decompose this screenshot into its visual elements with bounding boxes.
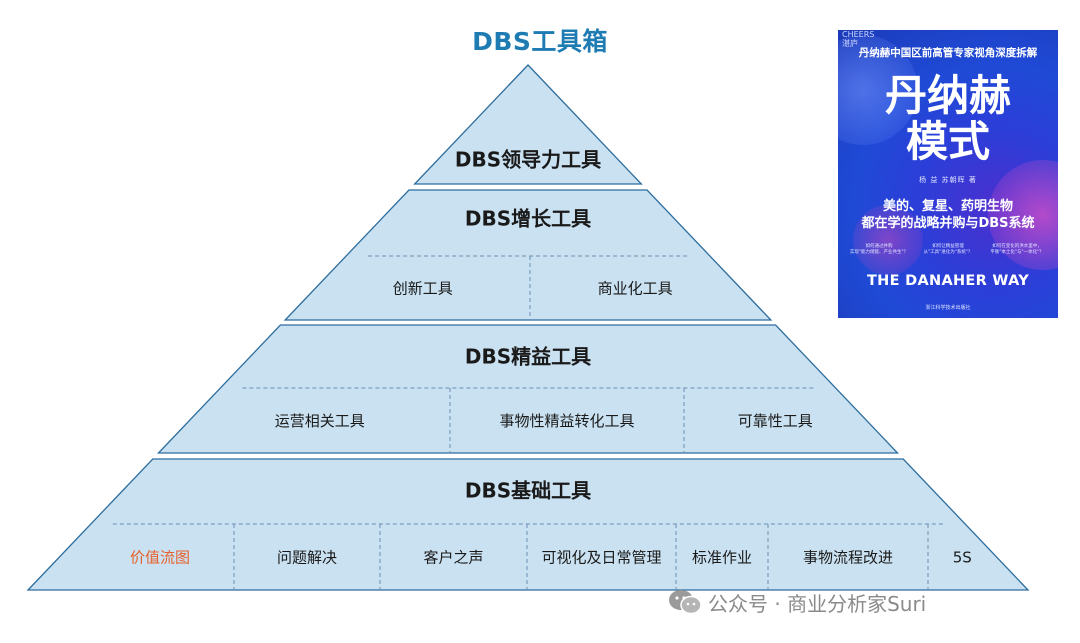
pyramid-tier (156, 324, 900, 454)
pyramid-tier (283, 189, 773, 321)
pyramid-tier (413, 64, 643, 185)
tool-item: 5S (953, 549, 972, 567)
book-subtitle: 丹纳赫中国区前高管专家视角深度拆解 (858, 47, 1038, 59)
book-cover: CHEERS 湛庐 丹纳赫中国区前高管专家视角深度拆解 丹纳赫 模式 杨 益 苏… (838, 30, 1058, 318)
tool-item: 运营相关工具 (275, 412, 365, 430)
book-blurb: 如何通过并购 实现"能力储能、产业共生"？ (849, 244, 909, 255)
tier-title: DBS增长工具 (465, 207, 591, 231)
tool-item: 事物流程改进 (803, 549, 893, 567)
book-english-title: THE DANAHER WAY (866, 273, 1030, 289)
tool-item: 商业化工具 (598, 280, 673, 298)
book-tagline-line2: 都在学的战略并购与DBS系统 (861, 216, 1035, 231)
book-title-line1: 丹纳赫 (884, 71, 1011, 120)
book-tagline-line1: 美的、复星、药明生物 (882, 199, 1013, 214)
tool-item: 可视化及日常管理 (541, 549, 661, 567)
tool-item: 问题解决 (277, 549, 337, 567)
book-authors: 杨 益 苏朝晖 著 (919, 176, 977, 184)
tier-title: DBS领导力工具 (455, 148, 601, 172)
book-blurb: 如何让精益管理 从"工具"进化为"系统"？ (923, 244, 973, 255)
book-press: 浙江科学技术出版社 (925, 305, 971, 311)
wechat-icon (669, 590, 702, 615)
tool-item: 创新工具 (393, 280, 453, 298)
tool-item: 价值流图 (130, 549, 190, 567)
tier-title: DBS基础工具 (465, 479, 591, 503)
book-blurb: 如何在变化的洪水里中， 平衡"本土化"与"一体化"？ (990, 244, 1044, 255)
diagram-title: DBS工具箱 (472, 27, 608, 56)
watermark-text: 公众号 · 商业分析家Suri (708, 591, 927, 616)
book-blurbs: 如何通过并购 实现"能力储能、产业共生"？ 如何让精益管理 从"工具"进化为"系… (848, 244, 1048, 256)
tool-item: 客户之声 (423, 549, 483, 567)
tool-item: 事物性精益转化工具 (499, 412, 634, 430)
tool-item: 可靠性工具 (738, 412, 813, 430)
book-title-line2: 模式 (905, 117, 990, 166)
book-publisher-logo: CHEERS 湛庐 (842, 30, 875, 48)
tier-title: DBS精益工具 (465, 345, 591, 369)
book-decor-blob (853, 205, 923, 275)
watermark: 公众号 · 商业分析家Suri (668, 585, 926, 619)
tool-item: 标准作业 (692, 549, 752, 567)
